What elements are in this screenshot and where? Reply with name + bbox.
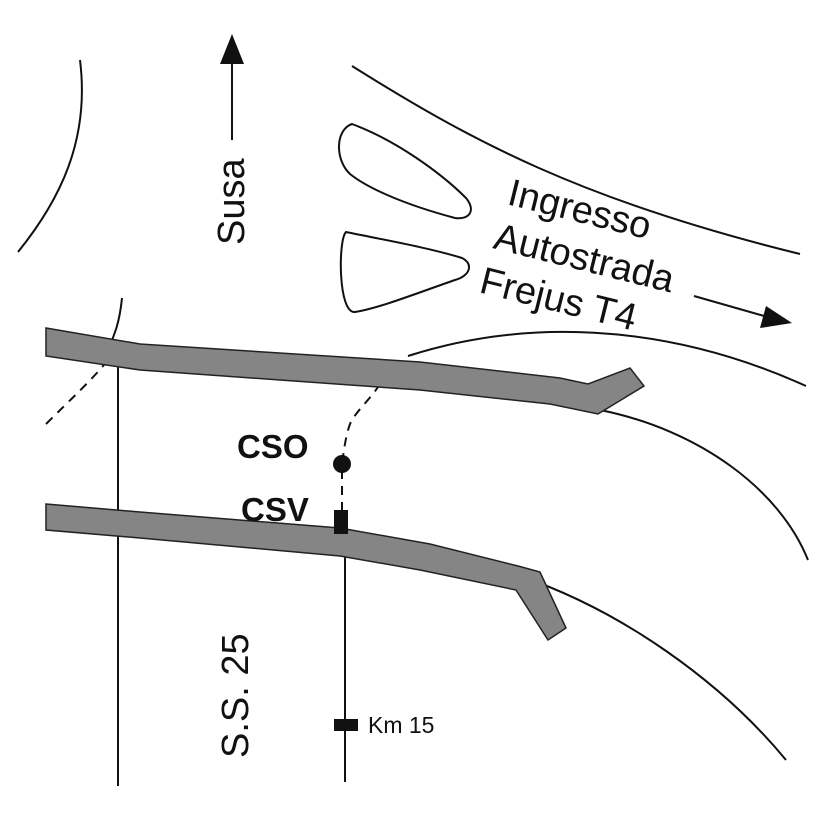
ss25-label: S.S. 25 <box>215 633 257 758</box>
frejus-arrow-line <box>693 295 765 317</box>
km15-label: Km 15 <box>368 712 434 738</box>
cso-marker <box>333 455 351 473</box>
left-curve-line <box>17 59 83 253</box>
frejus-arrow-head <box>760 306 792 328</box>
arrows <box>220 34 792 328</box>
island-upper <box>338 122 472 220</box>
grey-roads <box>45 327 646 642</box>
susa-label: Susa <box>211 158 253 245</box>
dashed-left <box>45 359 109 425</box>
lower-grey-road <box>45 503 567 642</box>
km15-marker <box>334 719 358 731</box>
lower-right-curve-upper <box>599 409 809 561</box>
susa-arrow-head <box>220 34 244 64</box>
upper-grey-road <box>45 327 646 415</box>
motorway-top-edge <box>351 65 801 255</box>
road-edges <box>17 59 809 786</box>
lower-right-curve-lower <box>519 575 787 761</box>
ramp-islands <box>338 122 472 313</box>
dashed-cso-link <box>341 383 381 463</box>
csv-marker <box>334 510 348 534</box>
dashed-paths <box>45 359 381 512</box>
motorway-bottom-edge <box>407 330 807 387</box>
cso-label: CSO <box>237 428 309 465</box>
island-lower <box>339 230 471 313</box>
csv-label: CSV <box>241 491 309 528</box>
